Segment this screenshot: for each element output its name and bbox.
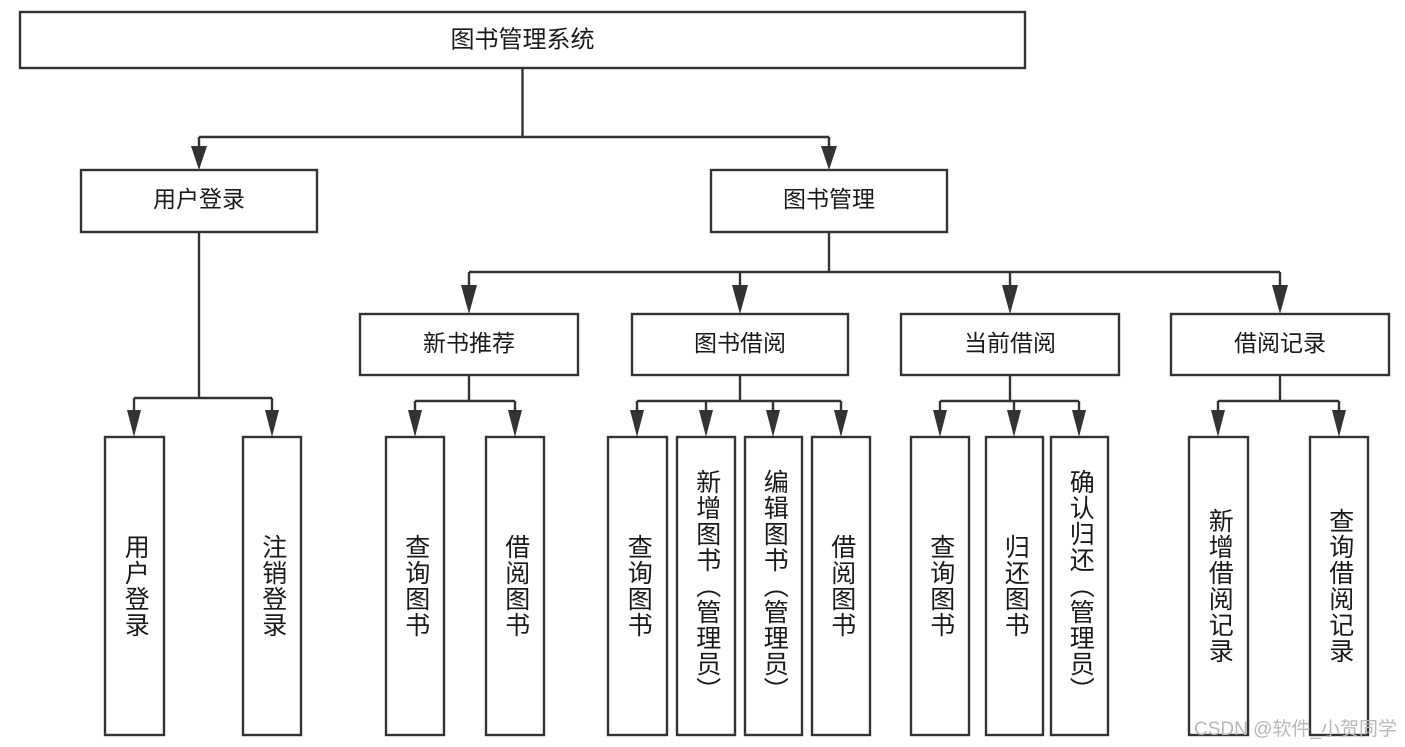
node-root-box[interactable] xyxy=(18,10,1027,70)
arrow-head-icon xyxy=(265,410,279,437)
connector-borrowrecord-to-leaves xyxy=(1211,375,1346,437)
arrow-head-icon xyxy=(933,410,947,437)
node-borrow-record-box[interactable] xyxy=(1169,312,1391,377)
connector-currentborrow-to-leaves xyxy=(933,375,1086,437)
leaf-query-book-1-box[interactable] xyxy=(384,435,446,737)
leaf-add-book-box[interactable] xyxy=(675,435,737,737)
leaf-query-record-box[interactable] xyxy=(1308,435,1370,737)
leaf-borrow-book-2-box[interactable] xyxy=(810,435,872,737)
connector-userlogin-to-leaves xyxy=(127,232,279,437)
connector-root-to-level2 xyxy=(191,68,837,170)
arrow-head-icon xyxy=(127,410,141,437)
arrow-head-icon xyxy=(1002,285,1018,314)
arrow-head-icon xyxy=(821,146,837,170)
arrow-head-icon xyxy=(1272,285,1288,314)
arrow-head-icon xyxy=(508,410,522,437)
arrow-head-icon xyxy=(732,285,748,314)
leaf-boxes xyxy=(103,435,1370,737)
arrow-head-icon xyxy=(1211,410,1225,437)
node-borrow-record[interactable]: 借阅记录 xyxy=(1169,312,1391,377)
arrow-head-icon xyxy=(1072,410,1086,437)
arrow-head-icon xyxy=(699,410,713,437)
node-current-borrow-label: 当前借阅 xyxy=(964,330,1056,356)
arrow-head-icon xyxy=(408,410,422,437)
node-user-login-label: 用户登录 xyxy=(153,186,245,212)
leaf-query-book-2-box[interactable] xyxy=(606,435,669,737)
node-book-borrow[interactable]: 图书借阅 xyxy=(630,312,850,377)
node-new-book-recommend-box[interactable] xyxy=(358,312,580,377)
node-root-label: 图书管理系统 xyxy=(451,26,595,53)
arrow-head-icon xyxy=(834,410,848,437)
leaf-user-login-box[interactable] xyxy=(103,435,166,737)
connector-bookborrow-to-leaves xyxy=(630,375,848,437)
arrow-head-icon xyxy=(461,285,477,314)
node-current-borrow-box[interactable] xyxy=(899,312,1121,377)
leaf-query-book-3-box[interactable] xyxy=(909,435,971,737)
arrow-head-icon xyxy=(630,410,644,437)
leaf-user-logout-box[interactable] xyxy=(241,435,303,737)
arrow-head-icon xyxy=(191,146,207,170)
arrow-head-icon xyxy=(766,410,780,437)
node-book-borrow-label: 图书借阅 xyxy=(694,330,786,356)
node-new-book-recommend-label: 新书推荐 xyxy=(423,330,515,356)
node-book-manage-label: 图书管理 xyxy=(783,186,875,212)
leaf-edit-book-box[interactable] xyxy=(743,435,804,737)
node-current-borrow[interactable]: 当前借阅 xyxy=(899,312,1121,377)
arrow-head-icon xyxy=(1332,410,1346,437)
node-user-login[interactable]: 用户登录 xyxy=(79,168,319,234)
node-new-book-recommend[interactable]: 新书推荐 xyxy=(358,312,580,377)
node-book-manage[interactable]: 图书管理 xyxy=(709,168,949,234)
connector-bookmanage-to-level3 xyxy=(461,232,1288,314)
node-book-borrow-box[interactable] xyxy=(630,312,850,377)
leaf-confirm-return-box[interactable] xyxy=(1049,435,1110,737)
node-borrow-record-label: 借阅记录 xyxy=(1234,330,1326,356)
arrow-head-icon xyxy=(1007,410,1021,437)
node-root[interactable]: 图书管理系统 xyxy=(18,10,1027,70)
leaf-borrow-book-1-box[interactable] xyxy=(484,435,546,737)
connector-newbook-to-leaves xyxy=(408,375,522,437)
node-book-manage-box[interactable] xyxy=(709,168,949,234)
leaf-add-record-box[interactable] xyxy=(1187,435,1250,737)
node-user-login-box[interactable] xyxy=(79,168,319,234)
leaf-return-book-box[interactable] xyxy=(984,435,1045,737)
